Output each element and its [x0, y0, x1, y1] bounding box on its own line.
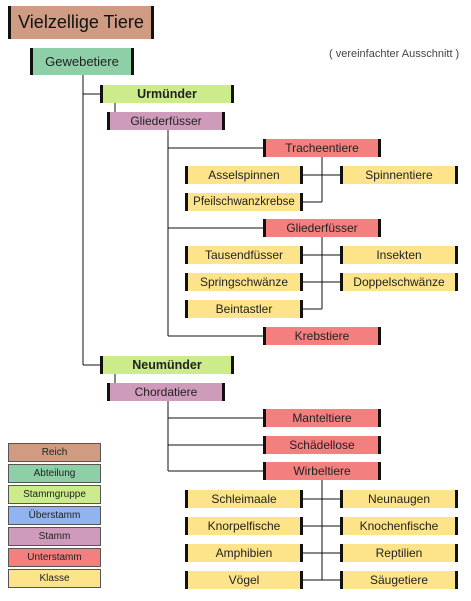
node-spinnentiere: Spinnentiere — [340, 166, 458, 184]
node-schaedellose: Schädellose — [263, 436, 381, 454]
node-urmuender: Urmünder — [100, 85, 234, 103]
node-manteltiere: Manteltiere — [263, 409, 381, 427]
legend-item-abteilung: Abteilung — [8, 464, 101, 483]
node-knochenfische: Knochenfische — [340, 517, 458, 535]
legend-item-stamm: Stamm — [8, 527, 101, 546]
node-beintastler: Beintastler — [185, 300, 303, 318]
node-gewebetiere: Gewebetiere — [30, 48, 134, 75]
node-springschwaenze: Springschwänze — [185, 273, 303, 291]
legend-item-klasse: Klasse — [8, 569, 101, 588]
node-tracheentiere: Tracheentiere — [263, 139, 381, 157]
node-saeugetiere: Säugetiere — [340, 571, 458, 589]
node-gliederfuesser-stamm: Gliederfüsser — [107, 112, 225, 130]
node-voegel: Vögel — [185, 571, 303, 589]
node-knorpelfische: Knorpelfische — [185, 517, 303, 535]
node-chordatiere: Chordatiere — [107, 383, 225, 401]
node-wirbeltiere: Wirbeltiere — [263, 462, 381, 480]
legend-item-unterstamm: Unterstamm — [8, 548, 101, 567]
node-asselspinnen: Asselspinnen — [185, 166, 303, 184]
node-reptilien: Reptilien — [340, 544, 458, 562]
node-gliederfuesser-unterstamm: Gliederfüsser — [263, 219, 381, 237]
legend-item-reich: Reich — [8, 443, 101, 462]
node-amphibien: Amphibien — [185, 544, 303, 562]
node-neunaugen: Neunaugen — [340, 490, 458, 508]
legend: Reich Abteilung Stammgruppe Überstamm St… — [8, 443, 101, 590]
legend-item-stammgruppe: Stammgruppe — [8, 485, 101, 504]
node-doppelschwaenze: Doppelschwänze — [340, 273, 458, 291]
node-vielzellige-tiere: Vielzellige Tiere — [8, 6, 154, 39]
node-schleimaale: Schleimaale — [185, 490, 303, 508]
node-neumuender: Neumünder — [100, 356, 234, 374]
node-pfeilschwanzkrebse: Pfeilschwanzkrebse — [185, 193, 303, 211]
node-tausendfuesser: Tausendfüsser — [185, 246, 303, 264]
legend-item-ueberstamm: Überstamm — [8, 506, 101, 525]
note-vereinfachter-ausschnitt: ( vereinfachter Ausschnitt ) — [329, 48, 460, 60]
node-krebstiere: Krebstiere — [263, 327, 381, 345]
node-insekten: Insekten — [340, 246, 458, 264]
